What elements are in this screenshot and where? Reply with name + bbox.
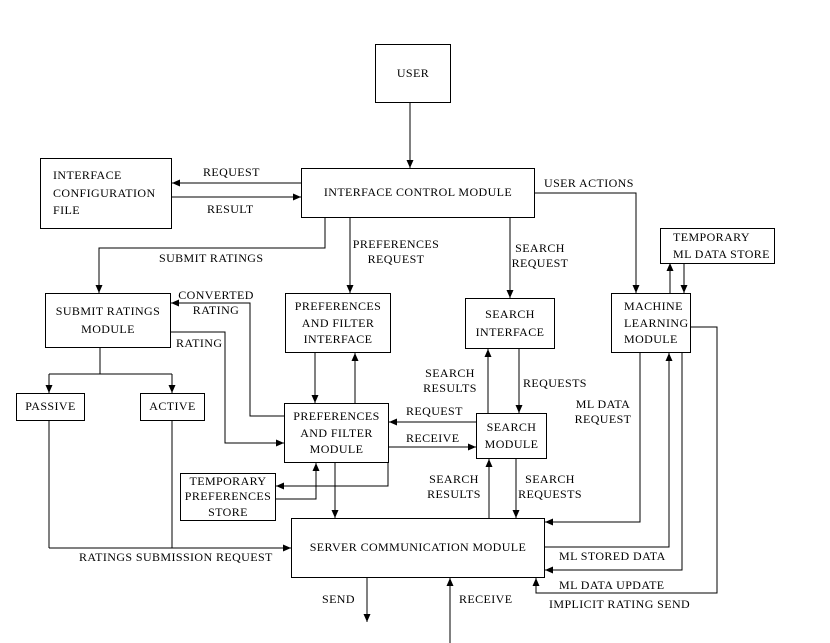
edge-label-ml-stored-data: ML STORED DATA — [559, 549, 666, 563]
edge-label-send: SEND — [322, 592, 355, 606]
edge-ml-to-scm-data-update — [545, 353, 683, 574]
edge-pref-module-to-temp-pref-store — [276, 463, 389, 490]
edge-ml-to-scm-data-request — [545, 353, 641, 526]
edge-ml-to-scm-implicit-rating — [532, 326, 718, 594]
edge-label-request-between-modules: REQUEST — [406, 404, 463, 418]
node-active: ACTIVE — [140, 393, 205, 421]
node-label: STORE — [208, 504, 248, 519]
node-preferences-and-filter-module: PREFERENCES AND FILTER MODULE — [284, 403, 389, 463]
node-label: AND FILTER — [300, 425, 373, 440]
node-label: MODULE — [484, 437, 539, 451]
edge-label-receive: RECEIVE — [459, 592, 513, 606]
node-label: INTERFACE — [303, 332, 373, 347]
edge-passive-active-rails — [48, 421, 173, 548]
node-label: MODULE — [81, 321, 135, 336]
node-label: INTERFACE — [475, 324, 545, 339]
edge-label-rating: RATING — [176, 336, 223, 350]
edge-icm-to-ml-module-user-actions — [535, 192, 640, 293]
node-label: PREFERENCES — [293, 408, 380, 423]
edge-label-ml-data-request: ML DATA REQUEST — [574, 397, 632, 426]
edge-label-search-results-upper: SEARCH RESULTS — [423, 366, 477, 395]
node-label: MODULE — [624, 332, 678, 347]
edge-label-ratings-submission-request: RATINGS SUBMISSION REQUEST — [79, 550, 273, 564]
node-label: TEMPORARY — [673, 229, 750, 244]
node-label: LEARNING — [624, 315, 689, 330]
edge-submit-to-pref-module-rating — [171, 331, 284, 447]
node-server-communication-module: SERVER COMMUNICATION MODULE — [291, 518, 545, 578]
edge-label-search-request: SEARCH REQUEST — [511, 241, 569, 270]
node-label: ML DATA STORE — [673, 247, 770, 261]
edge-label-submit-ratings: SUBMIT RATINGS — [159, 251, 264, 265]
edge-label-preferences-request: PREFERENCES REQUEST — [352, 237, 440, 266]
node-label: MACHINE — [624, 298, 683, 313]
node-label: PASSIVE — [25, 399, 76, 414]
edge-label-search-results-lower: SEARCH RESULTS — [427, 472, 481, 501]
node-label: CONFIGURATION — [53, 185, 156, 200]
node-label: AND FILTER — [301, 315, 375, 330]
node-label: INTERFACE CONTROL MODULE — [323, 185, 513, 200]
edge-scm-to-ml-stored-data — [545, 353, 673, 548]
node-label: SEARCH — [486, 419, 537, 434]
node-passive: PASSIVE — [16, 393, 85, 421]
node-interface-control-module: INTERFACE CONTROL MODULE — [301, 168, 535, 218]
edge-label-search-requests: SEARCH REQUESTS — [518, 472, 582, 501]
node-interface-configuration-file: INTERFACE CONFIGURATION FILE — [40, 158, 172, 229]
node-search-module: SEARCH MODULE — [476, 413, 547, 459]
node-temporary-preferences-store: TEMPORARY PREFERENCES STORE — [180, 473, 276, 521]
node-temporary-ml-data-store: TEMPORARY ML DATA STORE — [660, 228, 775, 264]
edge-label-user-actions: USER ACTIONS — [544, 176, 634, 190]
edge-icm-to-submit-ratings — [95, 218, 326, 293]
node-label: FILE — [53, 203, 80, 218]
node-search-interface: SEARCH INTERFACE — [465, 298, 555, 349]
edge-submit-ratings-split — [49, 348, 172, 375]
node-label: SUBMIT RATINGS — [55, 304, 161, 319]
node-label: PREFERENCES — [184, 489, 272, 504]
node-user: USER — [375, 44, 451, 103]
node-machine-learning-module: MACHINE LEARNING MODULE — [611, 293, 691, 353]
node-label: INTERFACE — [53, 168, 122, 183]
node-label: SERVER COMMUNICATION MODULE — [309, 540, 527, 555]
node-label: PREFERENCES — [294, 298, 382, 313]
edge-label-converted-rating: CONVERTED RATING — [178, 288, 254, 317]
edge-label-result: RESULT — [207, 202, 254, 216]
node-label: TEMPORARY — [189, 473, 267, 488]
edge-label-requests: REQUESTS — [523, 376, 587, 390]
edge-label-request: REQUEST — [203, 165, 260, 179]
node-label: ACTIVE — [149, 399, 196, 414]
edge-label-implicit-rating-send: IMPLICIT RATING SEND — [549, 597, 691, 611]
node-label: USER — [396, 65, 430, 80]
edge-label-receive-between-modules: RECEIVE — [406, 431, 460, 445]
edge-temp-pref-store-to-pref-module — [276, 463, 320, 500]
node-submit-ratings-module: SUBMIT RATINGS MODULE — [45, 293, 171, 348]
node-label: SEARCH — [485, 307, 535, 322]
node-preferences-and-filter-interface: PREFERENCES AND FILTER INTERFACE — [285, 293, 391, 353]
edge-pref-module-to-submit-converted-rating — [171, 299, 284, 417]
edge-label-ml-data-update: ML DATA UPDATE — [559, 578, 665, 592]
node-label: MODULE — [309, 442, 364, 457]
